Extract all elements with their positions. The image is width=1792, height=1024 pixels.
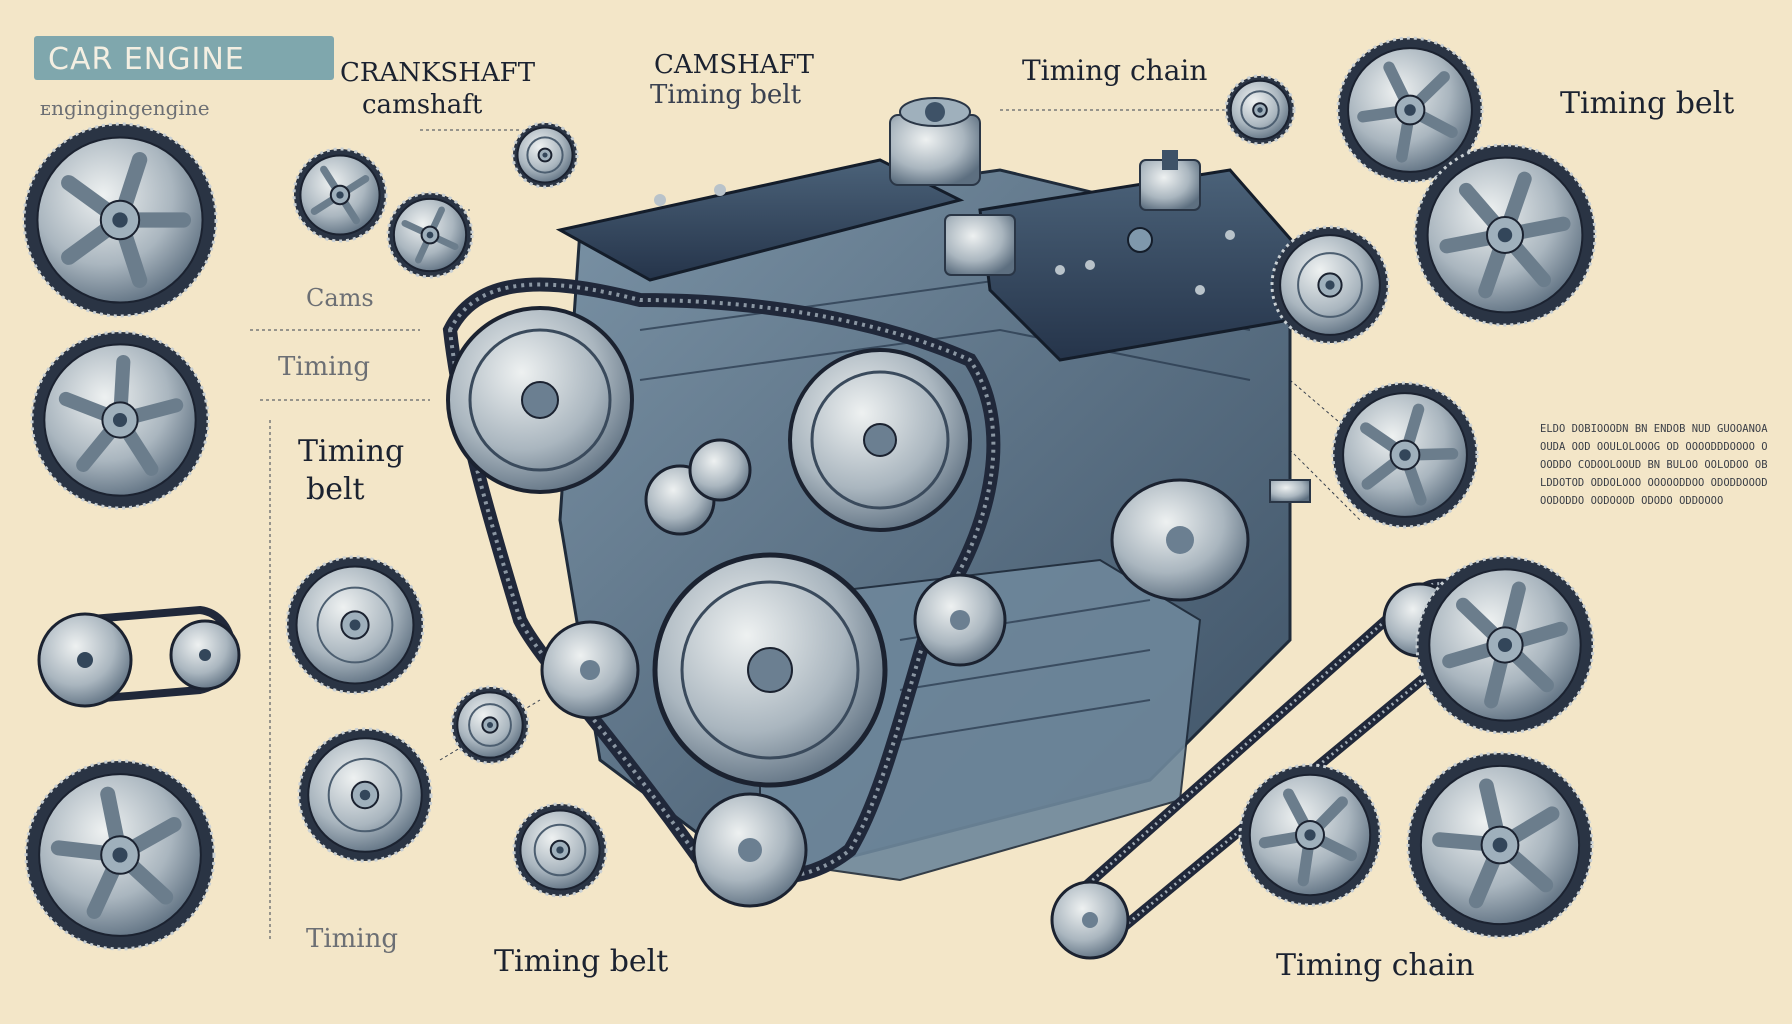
title-badge: CAR ENGINE (34, 36, 334, 80)
upper-right-cam-pulley (788, 348, 972, 532)
sprocket-gear (1413, 143, 1597, 327)
tensioner-pulley (540, 620, 640, 720)
sprocket-gear (1238, 763, 1382, 907)
sprocket-gear (297, 727, 433, 863)
label-timing-belt-top: Timing belt (650, 80, 802, 110)
sprocket-gear (386, 191, 474, 279)
sprocket-gear (1415, 555, 1595, 735)
sprocket-gear (1331, 381, 1479, 529)
label-camshaft-top: CAMSHAFT (654, 50, 814, 80)
sprocket-gear (30, 330, 210, 510)
label-timing-bottom-left: Timing (306, 924, 399, 954)
label-timing-belt-bottom: Timing belt (494, 944, 669, 979)
idler-pulley-mid (644, 438, 752, 536)
sprocket-gear (24, 759, 216, 951)
sprocket-gear (512, 802, 608, 898)
valve-cover-left (555, 158, 965, 282)
sprocket-gear (511, 121, 579, 189)
label-cams: Cams (306, 284, 374, 312)
intake-caps (889, 97, 1311, 503)
sprocket-gear (1224, 74, 1296, 146)
crankshaft-pulley (652, 552, 888, 788)
label-timing-faint: Timing (278, 352, 371, 382)
label-crankshaft: CRANKSHAFT (340, 58, 536, 88)
sprocket-gear (1406, 751, 1594, 939)
description-paragraph: ELDO DOBIOOODN BN ENDOB NUD GUOOANOA OUD… (1540, 423, 1768, 507)
sprocket-gear (450, 685, 530, 765)
label-timing-belt-right: Timing belt (1560, 86, 1735, 121)
sprocket-gear (285, 555, 425, 695)
idler-pulley-lower (692, 792, 808, 908)
water-pump-pulley (913, 573, 1007, 667)
subtitle: ᴇngingingengine (40, 96, 210, 120)
sprocket-gear (22, 122, 218, 318)
sprocket-gallery (22, 36, 1597, 951)
sprocket-gear (292, 147, 388, 243)
engine-pulleys (446, 306, 1250, 908)
upper-left-cam-pulley (446, 306, 634, 494)
sprocket-gear (1270, 225, 1390, 345)
sprocket-gear (1336, 36, 1484, 184)
page-title: CAR ENGINE (48, 42, 245, 77)
label-timing-chain-top: Timing chain (1022, 54, 1208, 87)
label-timing-belt-left-1: Timing (298, 434, 405, 469)
small-belt-loop (37, 605, 241, 708)
label-camshaft-lower: camshaft (362, 90, 483, 120)
timing-belt (442, 277, 1001, 885)
alternator (1110, 478, 1250, 602)
label-timing-belt-left-2: belt (306, 472, 365, 507)
label-timing-chain-bottom: Timing chain (1276, 948, 1475, 983)
